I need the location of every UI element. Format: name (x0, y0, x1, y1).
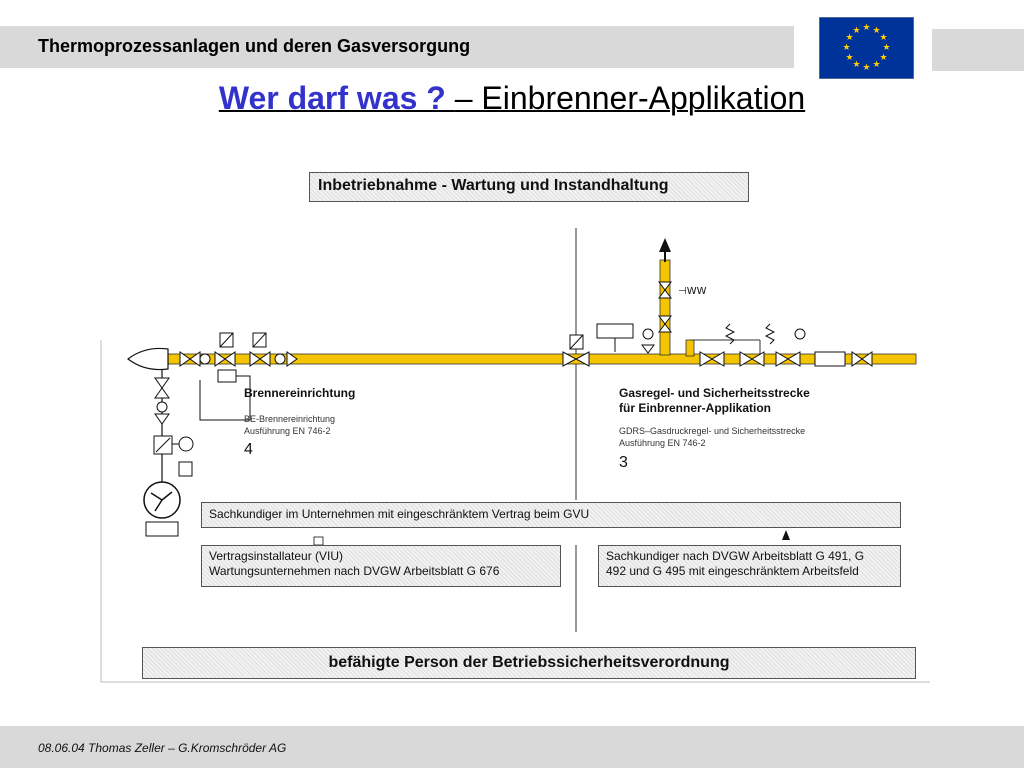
right-section-title-2: für Einbrenner-Applikation (619, 401, 772, 415)
svg-text:★: ★ (872, 26, 880, 36)
box-sachkundiger-gvu: Sachkundiger im Unternehmen mit eingesch… (201, 502, 901, 528)
box-sachkundiger-dvgw: Sachkundiger nach DVGW Arbeitsblatt G 49… (598, 545, 901, 587)
svg-text:★: ★ (852, 26, 860, 36)
slide-title: Wer darf was ? – Einbrenner-Applikation (0, 80, 1024, 117)
dvgw-line-2: 492 und G 495 mit eingeschränktem Arbeit… (606, 564, 859, 578)
header-title: Thermoprozessanlagen und deren Gasversor… (38, 36, 471, 56)
svg-text:★: ★ (879, 33, 887, 43)
right-section-title-1: Gasregel- und Sicherheitsstrecke (619, 386, 810, 400)
gas-pipe-riser (659, 259, 671, 356)
box-befaehigte-person: befähigte Person der Betriebssicherheits… (142, 647, 916, 679)
footer-text: 08.06.04 Thomas Zeller – G.Kromschröder … (38, 741, 287, 755)
box-vertragsinstallateur: Vertragsinstallateur (VIU) Wartungsunter… (201, 545, 561, 587)
left-section-desc-2: Ausführung EN 746-2 (244, 426, 331, 436)
svg-text:★: ★ (879, 53, 887, 63)
svg-text:★: ★ (842, 43, 850, 53)
svg-text:⊣WW: ⊣WW (678, 286, 707, 297)
svg-text:★: ★ (872, 60, 880, 70)
right-section-desc-1: GDRS–Gasdruckregel- und Sicherheitsstrec… (619, 426, 806, 436)
header-bar (0, 26, 794, 68)
left-section-desc-1: BE-Brennereinrichtung (244, 414, 336, 424)
svg-text:★: ★ (845, 53, 853, 63)
dvgw-line-1: Sachkundiger nach DVGW Arbeitsblatt G 49… (606, 549, 865, 563)
slide-title-question: Wer darf was ? (218, 80, 455, 116)
burner-nozzle-icon (127, 347, 169, 371)
right-section-desc-2: Ausführung EN 746-2 (619, 438, 706, 448)
svg-text:★: ★ (862, 63, 870, 73)
eu-flag-icon: ★ ★ ★ ★ ★ ★ ★ ★ ★ ★ ★ ★ (819, 17, 914, 79)
svg-text:★: ★ (882, 43, 890, 53)
vent-arrow-icon (659, 238, 671, 252)
footer-bar (0, 726, 1024, 768)
pointer-arrow-icon (782, 530, 790, 540)
gas-pipe-bypass (685, 339, 695, 357)
left-section-number: 4 (244, 441, 253, 458)
viu-line-2: Wartungsunternehmen nach DVGW Arbeitsbla… (209, 564, 500, 578)
viu-line-1: Vertragsinstallateur (VIU) (209, 549, 344, 563)
right-section-number: 3 (619, 454, 628, 471)
box-inbetriebnahme: Inbetriebnahme - Wartung und Instandhalt… (309, 172, 749, 202)
header-right-bar (932, 29, 1024, 71)
slide-title-subject: – Einbrenner-Applikation (454, 80, 806, 116)
left-section-title: Brennereinrichtung (244, 386, 356, 400)
svg-text:★: ★ (852, 60, 860, 70)
svg-text:★: ★ (845, 33, 853, 43)
svg-text:★: ★ (862, 23, 870, 33)
